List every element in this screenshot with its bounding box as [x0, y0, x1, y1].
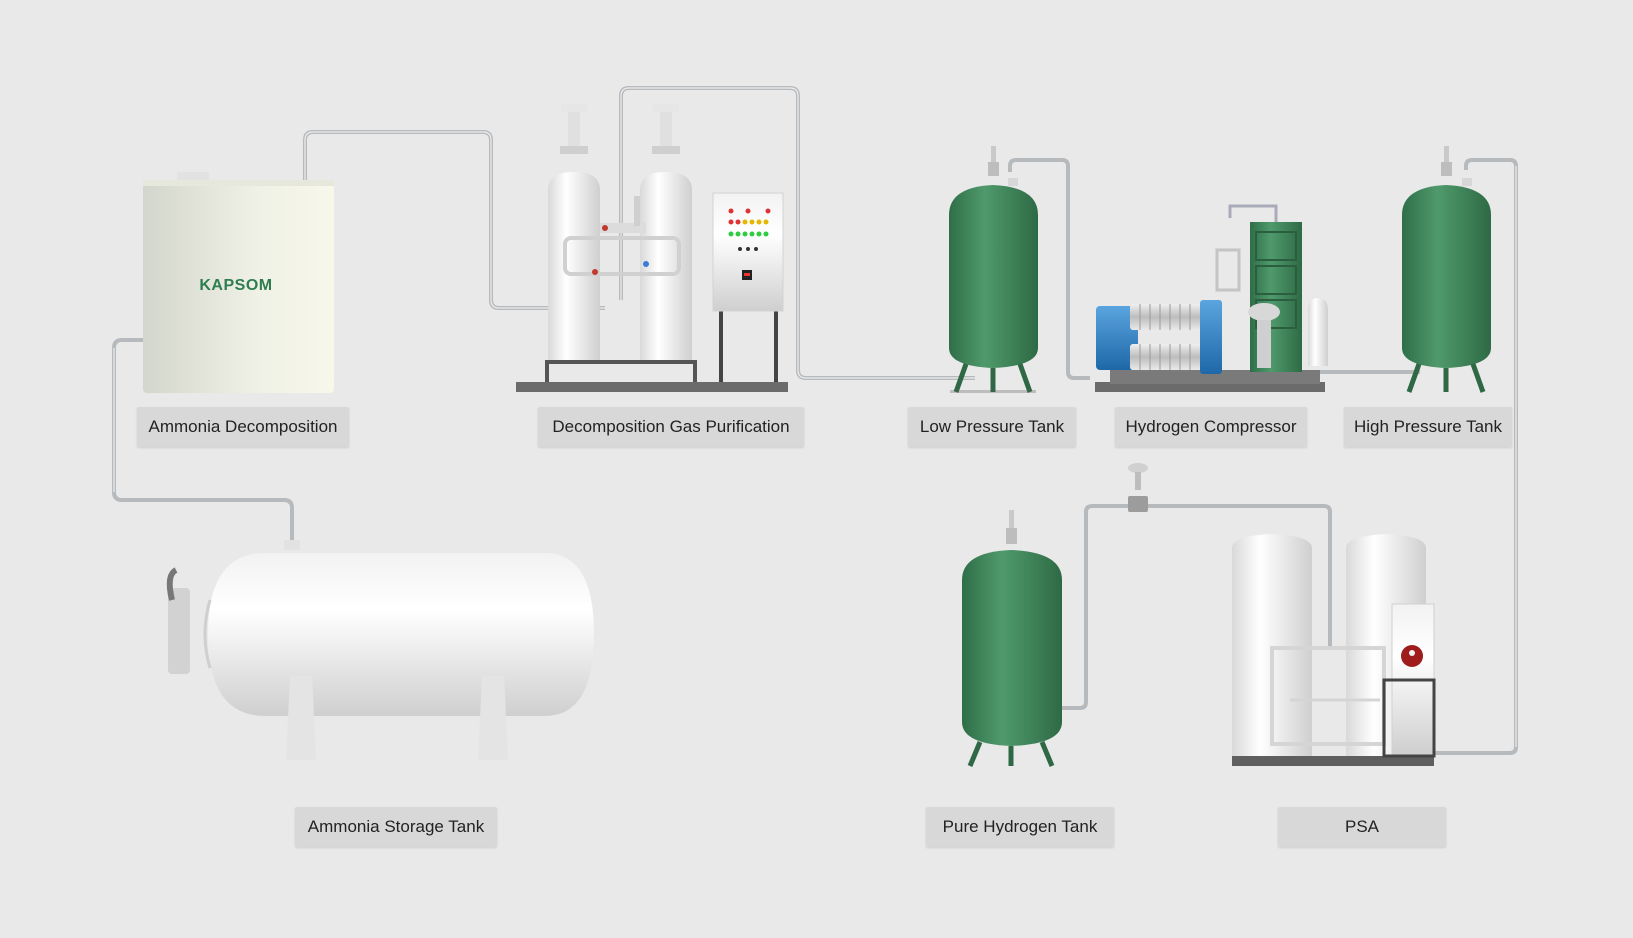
label-ammonia-storage-tank: Ammonia Storage Tank	[295, 807, 497, 847]
control-panel-lights-icon	[728, 208, 771, 280]
low-pressure-tank	[949, 146, 1038, 393]
high-pressure-tank	[1402, 146, 1491, 393]
pipe-high-pressure-to-psa	[1430, 158, 1518, 755]
pipe-low-pressure-to-compressor	[1008, 158, 1090, 380]
label-decomposition-gas-purification: Decomposition Gas Purification	[538, 407, 804, 447]
control-valve-icon	[1128, 463, 1148, 512]
label-ammonia-decomposition: Ammonia Decomposition	[137, 407, 349, 447]
label-low-pressure-tank: Low Pressure Tank	[908, 407, 1076, 447]
label-high-pressure-tank: High Pressure Tank	[1344, 407, 1512, 447]
pipe-psa-to-pure-hydrogen	[1062, 504, 1332, 710]
ammonia-storage-tank	[166, 540, 594, 760]
brand-logo: KAPSOM	[199, 277, 272, 294]
psa-unit	[1232, 534, 1436, 766]
label-psa: PSA	[1278, 807, 1446, 847]
ammonia-decomposition-tank: KAPSOM	[143, 172, 334, 393]
hydrogen-compressor	[1095, 204, 1328, 392]
purification-unit	[516, 104, 788, 392]
pipe-storage-to-decomposition	[112, 338, 294, 545]
label-hydrogen-compressor: Hydrogen Compressor	[1115, 407, 1307, 447]
label-pure-hydrogen-tank: Pure Hydrogen Tank	[926, 807, 1114, 847]
pure-hydrogen-tank	[962, 463, 1148, 767]
